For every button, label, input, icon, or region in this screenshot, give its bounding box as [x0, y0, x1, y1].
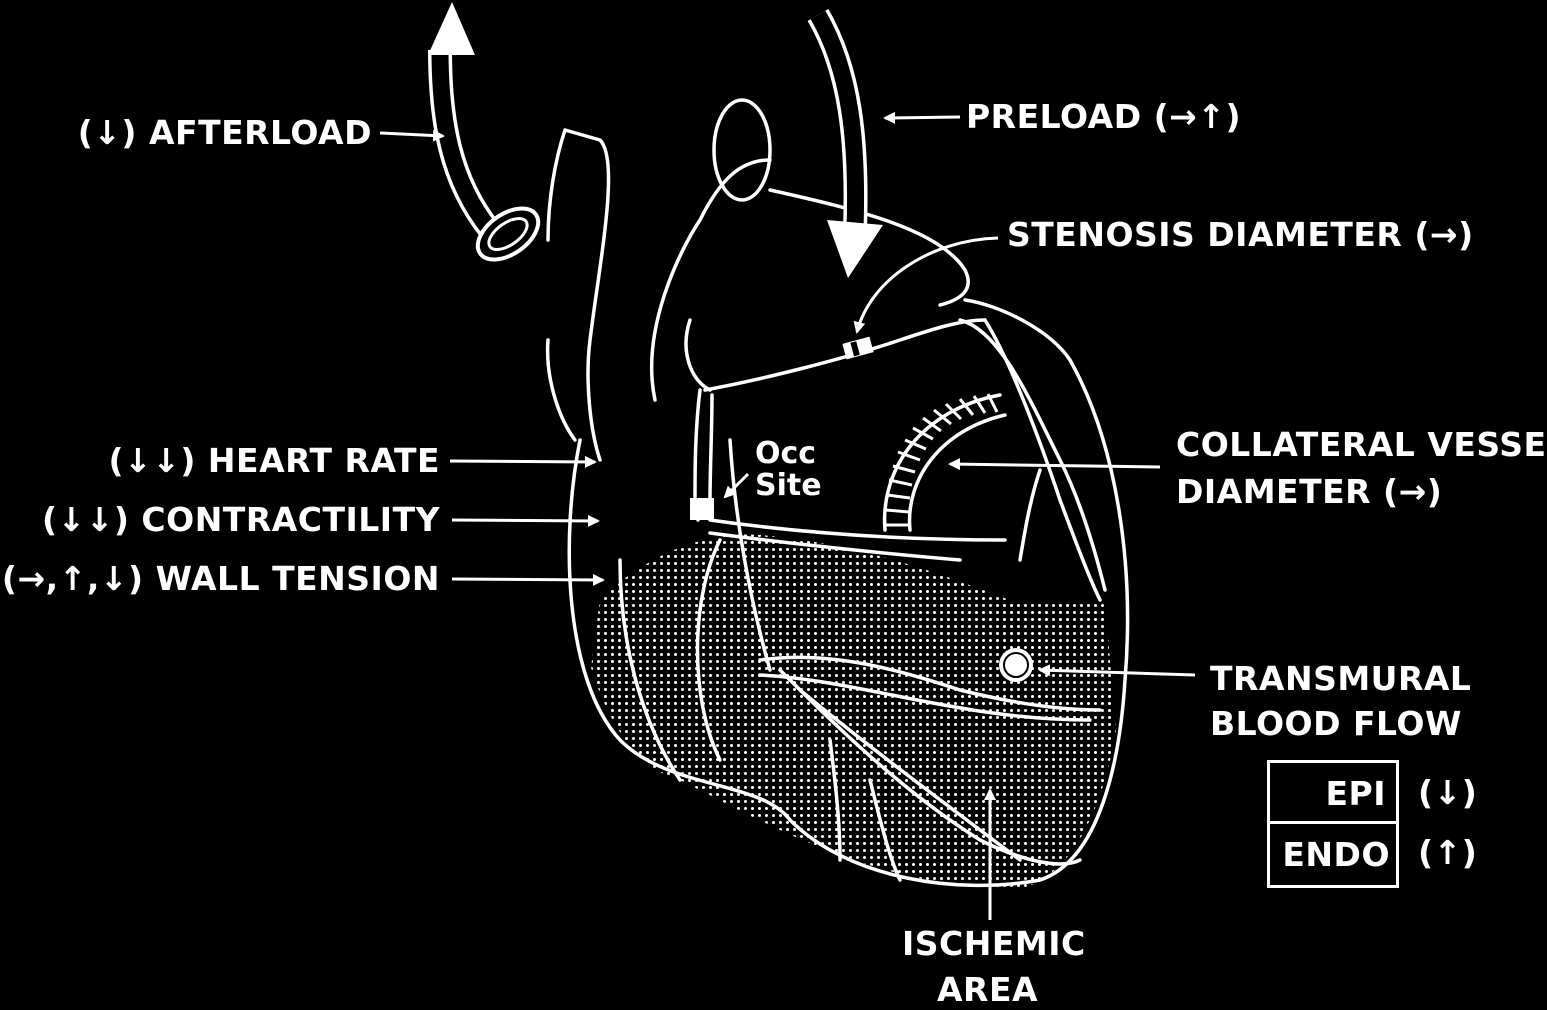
wall-tension-label: (→,↑,↓) WALL TENSION	[2, 562, 440, 595]
vena-cava	[714, 100, 770, 200]
occ-site-label: Occ Site	[755, 438, 822, 502]
aorta	[565, 130, 609, 460]
lad-artery	[960, 320, 1105, 590]
transmural-marker	[999, 648, 1033, 682]
occ-site-line2: Site	[755, 470, 822, 502]
epi-endo-table: EPI ENDO	[1267, 760, 1399, 888]
endo-cell: ENDO	[1270, 824, 1396, 885]
preload-arrow	[885, 117, 960, 118]
collateral-arrow	[950, 464, 1160, 467]
transmural-label-line2: BLOOD FLOW	[1210, 707, 1462, 740]
endo-change: (↑)	[1418, 836, 1477, 869]
stenosis-label: STENOSIS DIAMETER (→)	[1007, 218, 1474, 251]
epi-cell: EPI	[1270, 763, 1396, 824]
preload-label: PRELOAD (→↑)	[966, 100, 1241, 133]
wall-tension-arrow	[452, 579, 603, 580]
afterload-label: (↓) AFTERLOAD	[78, 116, 372, 149]
heart-rate-label: (↓↓) HEART RATE	[108, 444, 440, 477]
ischemic-label-line2: AREA	[937, 973, 1038, 1006]
collateral-label-line1: COLLATERAL VESSEL	[1176, 428, 1547, 461]
endo-label: ENDO	[1282, 838, 1390, 871]
stenosis-marker	[842, 337, 873, 360]
occ-site-line1: Occ	[755, 438, 822, 470]
transmural-label-line1: TRANSMURAL	[1210, 662, 1471, 695]
aortic-arch-tube	[428, 2, 547, 270]
epi-label: EPI	[1325, 777, 1386, 810]
epi-change: (↓)	[1418, 776, 1477, 809]
occlusion-marker	[690, 498, 714, 520]
occ-arrow	[725, 474, 748, 497]
contractility-label: (↓↓) CONTRACTILITY	[42, 503, 440, 536]
stenosis-arrow	[857, 238, 998, 332]
ischemic-label-line1: ISCHEMIC	[902, 927, 1086, 960]
afterload-arrow	[380, 133, 443, 136]
vena-cava-tube	[818, 15, 883, 278]
heart-rate-arrow	[450, 461, 595, 462]
collateral-label-line2: DIAMETER (→)	[1176, 475, 1442, 508]
contractility-arrow	[452, 520, 598, 521]
